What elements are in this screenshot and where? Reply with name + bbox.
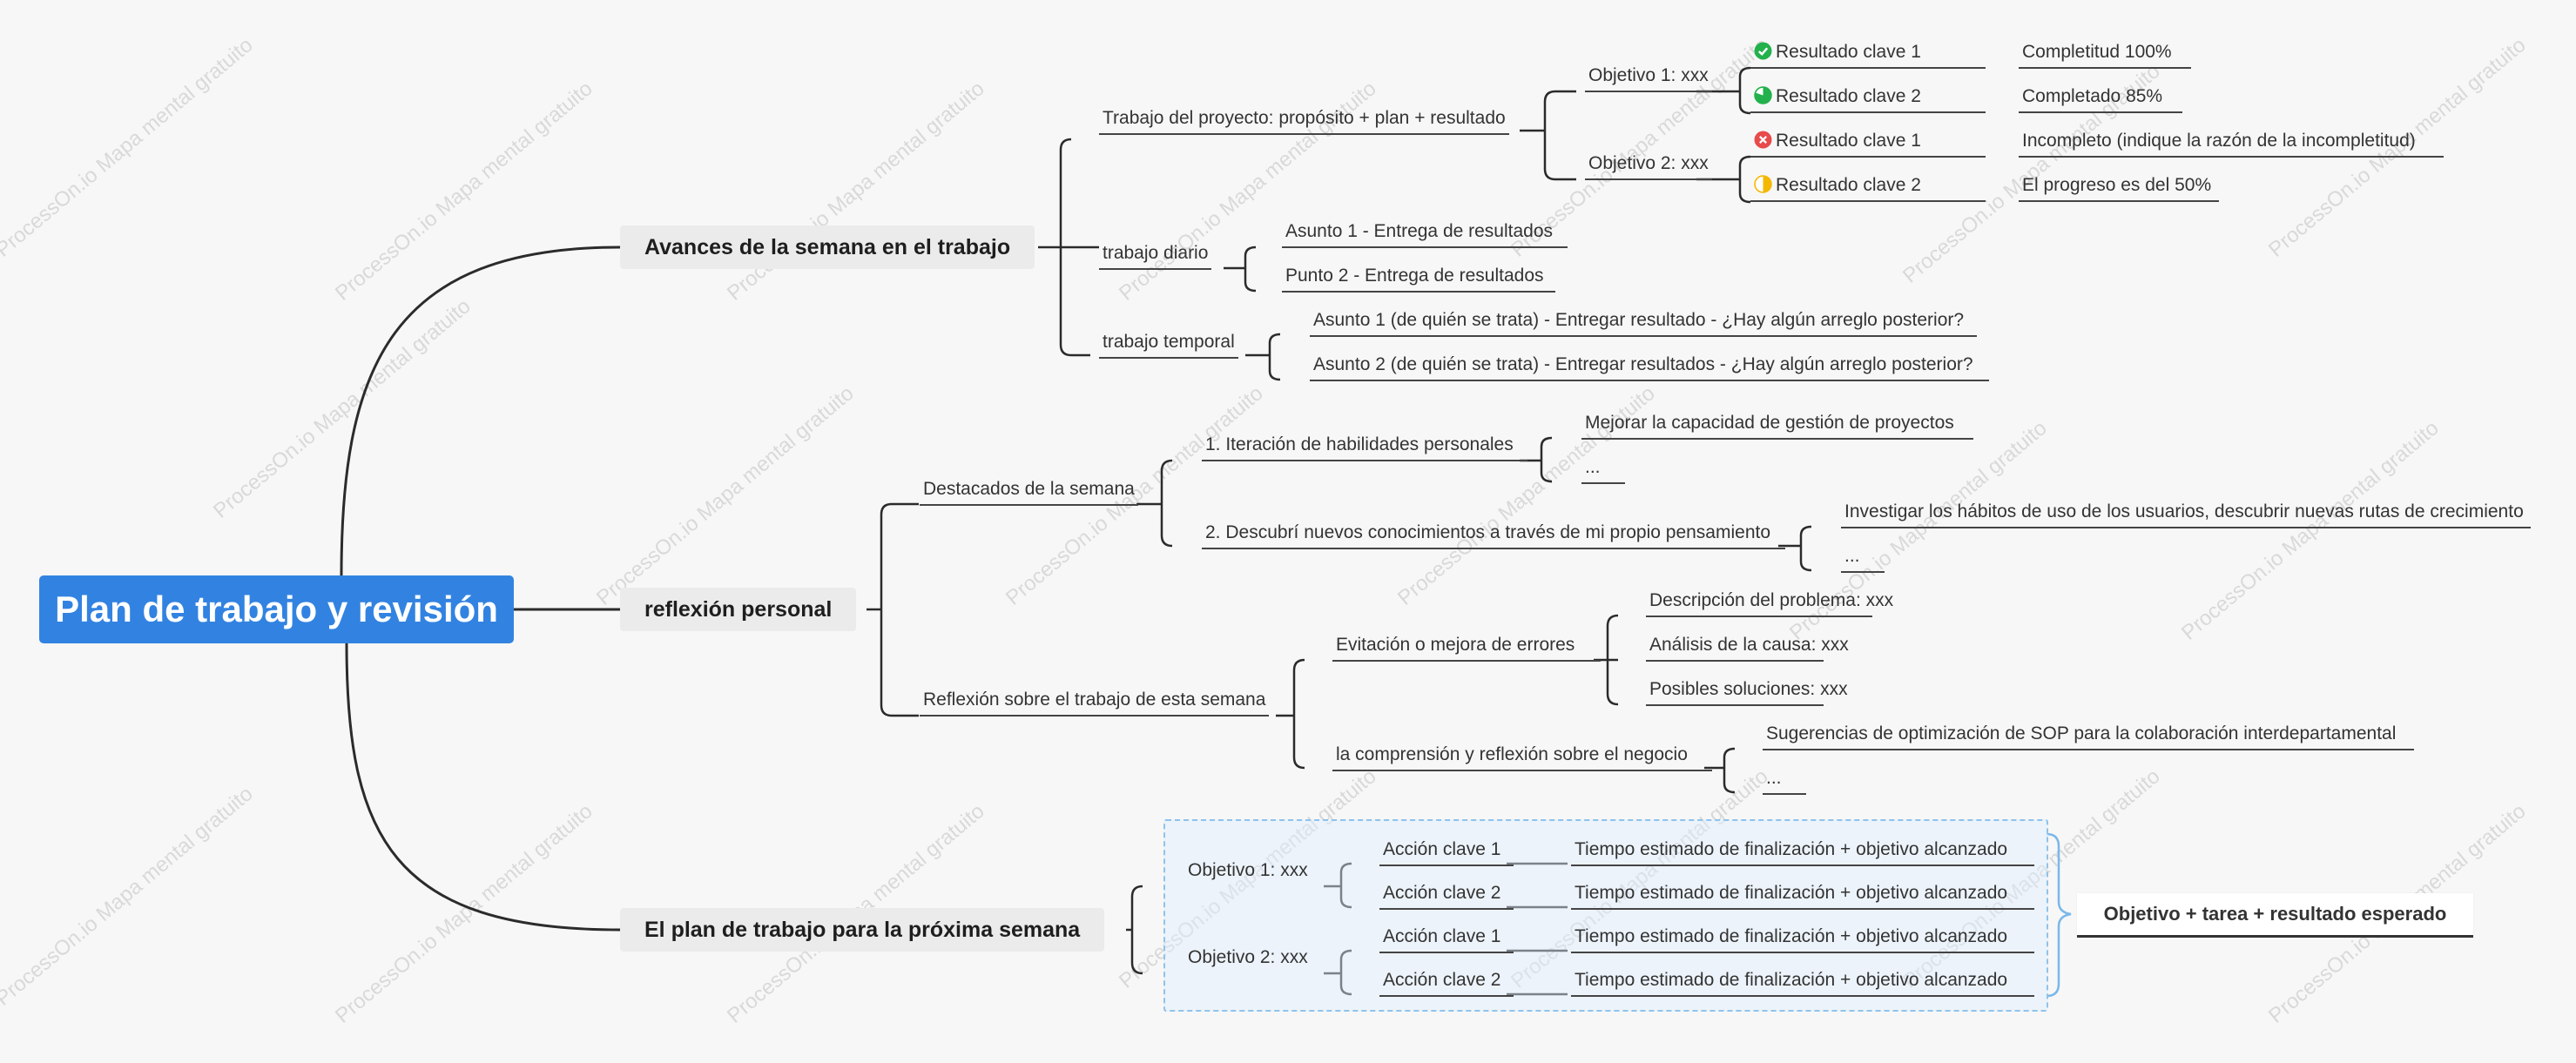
list-item[interactable]: Asunto 1 (de quién se trata) - Entregar … — [1310, 310, 1977, 337]
subtopic-temporal[interactable]: trabajo temporal — [1099, 332, 1238, 359]
list-item[interactable]: Punto 2 - Entrega de resultados — [1282, 266, 1555, 293]
pie-progress-icon — [1754, 86, 1772, 104]
topic-reflexion[interactable]: reflexión personal — [620, 588, 857, 631]
list-item[interactable]: ... — [1841, 546, 1885, 573]
subtopic-semana[interactable]: Reflexión sobre el trabajo de esta seman… — [920, 690, 1270, 717]
key-result-label: Resultado clave 1 — [1776, 131, 1921, 151]
list-item[interactable]: ... — [1581, 457, 1625, 484]
list-item[interactable]: ... — [1763, 768, 1806, 795]
key-action[interactable]: Acción clave 2 — [1379, 883, 1514, 910]
plan-objective-2[interactable]: Objetivo 2: xxx — [1188, 947, 1308, 967]
objective-1[interactable]: Objetivo 1: xxx — [1585, 65, 1712, 92]
list-item[interactable]: Sugerencias de optimización de SOP para … — [1763, 723, 2414, 750]
key-result-status[interactable]: Incompleto (indique la razón de la incom… — [2019, 131, 2444, 158]
errors-topic[interactable]: Evitación o mejora de errores — [1332, 635, 1601, 662]
list-item[interactable]: Posibles soluciones: xxx — [1646, 679, 1848, 706]
list-item[interactable]: Análisis de la causa: xxx — [1646, 635, 1849, 662]
key-result-row[interactable]: Resultado clave 2 — [1750, 86, 1986, 113]
subtopic-destacados[interactable]: Destacados de la semana — [920, 479, 1138, 506]
key-result-status[interactable]: Completado 85% — [2019, 86, 2182, 113]
topic-avances[interactable]: Avances de la semana en el trabajo — [620, 225, 1035, 269]
action-detail[interactable]: Tiempo estimado de finalización + objeti… — [1571, 970, 2034, 997]
list-item[interactable]: Descripción del problema: xxx — [1646, 590, 1893, 617]
objective-2[interactable]: Objetivo 2: xxx — [1585, 153, 1712, 180]
list-item[interactable]: Investigar los hábitos de uso de los usu… — [1841, 501, 2531, 528]
action-detail[interactable]: Tiempo estimado de finalización + objeti… — [1571, 883, 2034, 910]
key-result-row[interactable]: Resultado clave 1 — [1750, 42, 1986, 69]
topic-plan[interactable]: El plan de trabajo para la próxima seman… — [620, 908, 1105, 952]
key-result-status[interactable]: Completitud 100% — [2019, 42, 2191, 69]
plan-objective-1[interactable]: Objetivo 1: xxx — [1188, 860, 1308, 880]
key-result-row[interactable]: Resultado clave 2 — [1750, 175, 1986, 202]
subtopic-proyecto[interactable]: Trabajo del proyecto: propósito + plan +… — [1099, 108, 1509, 135]
key-action[interactable]: Acción clave 1 — [1379, 926, 1514, 953]
list-item[interactable]: Mejorar la capacidad de gestión de proye… — [1581, 413, 1973, 440]
key-result-status[interactable]: El progreso es del 50% — [2019, 175, 2219, 202]
key-result-row[interactable]: Resultado clave 1 — [1750, 131, 1986, 158]
key-result-label: Resultado clave 2 — [1776, 86, 1921, 106]
list-item[interactable]: Asunto 2 (de quién se trata) - Entregar … — [1310, 354, 1989, 381]
highlight-1[interactable]: 1. Iteración de habilidades personales — [1202, 434, 1527, 461]
summary-topic[interactable]: Objetivo + tarea + resultado esperado — [2077, 893, 2473, 938]
key-result-label: Resultado clave 1 — [1776, 42, 1921, 62]
plan-boundary-box — [1163, 819, 2048, 1012]
root-topic[interactable]: Plan de trabajo y revisión — [39, 575, 514, 643]
subtopic-diario[interactable]: trabajo diario — [1099, 243, 1212, 270]
half-circle-icon — [1754, 175, 1772, 193]
key-action[interactable]: Acción clave 2 — [1379, 970, 1514, 997]
highlight-2[interactable]: 2. Descubrí nuevos conocimientos a travé… — [1202, 522, 1785, 549]
business-topic[interactable]: la comprensión y reflexión sobre el nego… — [1332, 744, 1712, 771]
check-circle-icon — [1754, 42, 1772, 60]
key-action[interactable]: Acción clave 1 — [1379, 839, 1514, 866]
x-circle-icon — [1754, 131, 1772, 149]
list-item[interactable]: Asunto 1 - Entrega de resultados — [1282, 221, 1568, 248]
key-result-label: Resultado clave 2 — [1776, 175, 1921, 195]
action-detail[interactable]: Tiempo estimado de finalización + objeti… — [1571, 839, 2034, 866]
action-detail[interactable]: Tiempo estimado de finalización + objeti… — [1571, 926, 2034, 953]
